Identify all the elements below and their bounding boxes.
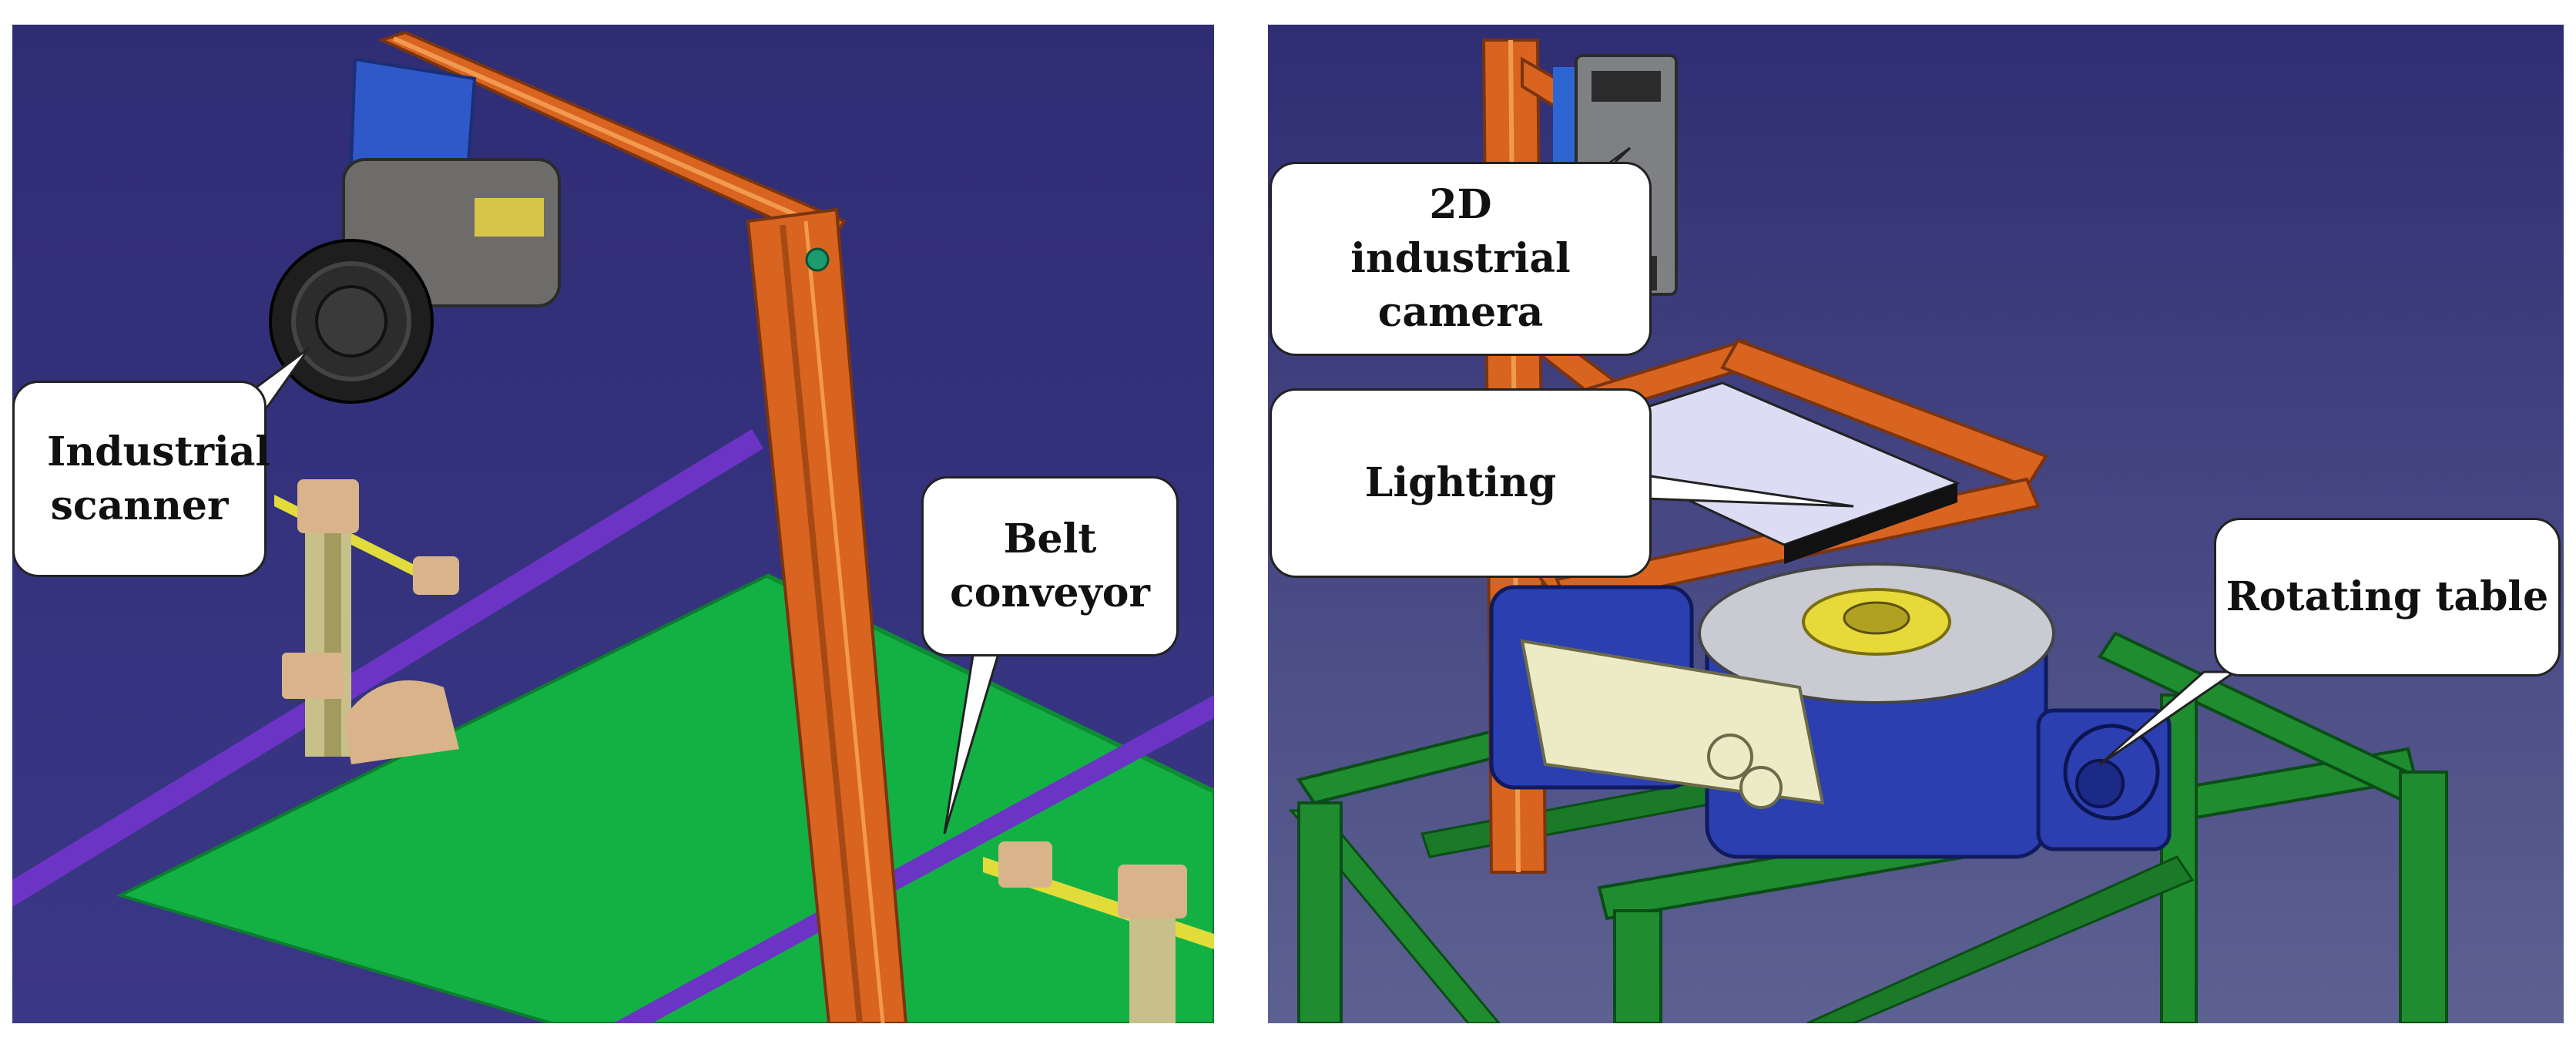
rail-back — [12, 429, 763, 907]
bracket-right — [1118, 865, 1187, 918]
rotating-table-callout-pointer — [2099, 670, 2239, 766]
lighting-text: Lighting — [1364, 459, 1557, 506]
rail-front — [613, 695, 1214, 1023]
industrial-scanner-label: Industrial scanner — [12, 381, 271, 577]
frame-column — [746, 207, 908, 1023]
lighting-label: Lighting — [1270, 388, 1652, 578]
belt-conveyor-text: Belt conveyor — [950, 515, 1150, 616]
scanner-conveyor-panel: Industrial scanner Belt conveyor — [12, 25, 1214, 1023]
camera-label: 2D industrial camera — [1270, 162, 1652, 356]
rotating-table-text: Rotating table — [2225, 573, 2549, 620]
camera-station-panel: 2D industrial camera Lighting Rotating t… — [1268, 25, 2564, 1023]
belt-conveyor-label: Belt conveyor — [921, 476, 1179, 656]
industrial-scanner-text: Industrial scanner — [47, 428, 271, 529]
camera-text: 2D industrial camera — [1350, 181, 1571, 336]
rotating-table-label: Rotating table — [2214, 518, 2561, 677]
bracket-left — [297, 479, 359, 533]
conveyor-belt — [116, 573, 1214, 1023]
